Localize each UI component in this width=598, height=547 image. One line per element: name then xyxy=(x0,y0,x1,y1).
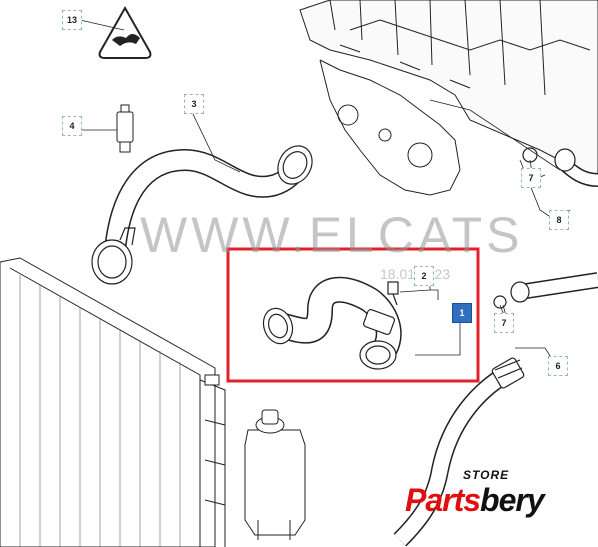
callout-7-upper[interactable]: 7 xyxy=(521,168,541,188)
callout-2[interactable]: 2 xyxy=(414,266,434,286)
callout-6[interactable]: 6 xyxy=(548,356,568,376)
engine-block xyxy=(299,0,598,196)
logo-brand-part1: Parts xyxy=(405,482,481,518)
callout-8[interactable]: 8 xyxy=(549,210,569,230)
callout-4[interactable]: 4 xyxy=(62,116,82,136)
radiator xyxy=(0,257,226,547)
callout-7-lower[interactable]: 7 xyxy=(494,313,514,333)
logo-store-text: STORE xyxy=(463,468,510,482)
hose-3 xyxy=(91,145,313,285)
callout-13[interactable]: 13 xyxy=(62,10,82,30)
partsbery-logo: STORE Partsbery xyxy=(405,462,590,534)
hose-8 xyxy=(493,147,598,309)
logo-brand-part2: bery xyxy=(480,482,545,518)
hose-1 xyxy=(262,276,402,370)
watermark-text: WWW.ELCATS xyxy=(140,207,524,263)
highlight-box xyxy=(226,247,480,383)
hose-6 xyxy=(393,357,525,547)
expansion-tank xyxy=(244,409,306,540)
sensor-4 xyxy=(116,104,134,153)
warning-label-13 xyxy=(98,5,152,59)
callout-3[interactable]: 3 xyxy=(184,94,204,114)
logo-brand-text: Partsbery xyxy=(405,482,545,519)
callout-1[interactable]: 1 xyxy=(452,303,472,323)
